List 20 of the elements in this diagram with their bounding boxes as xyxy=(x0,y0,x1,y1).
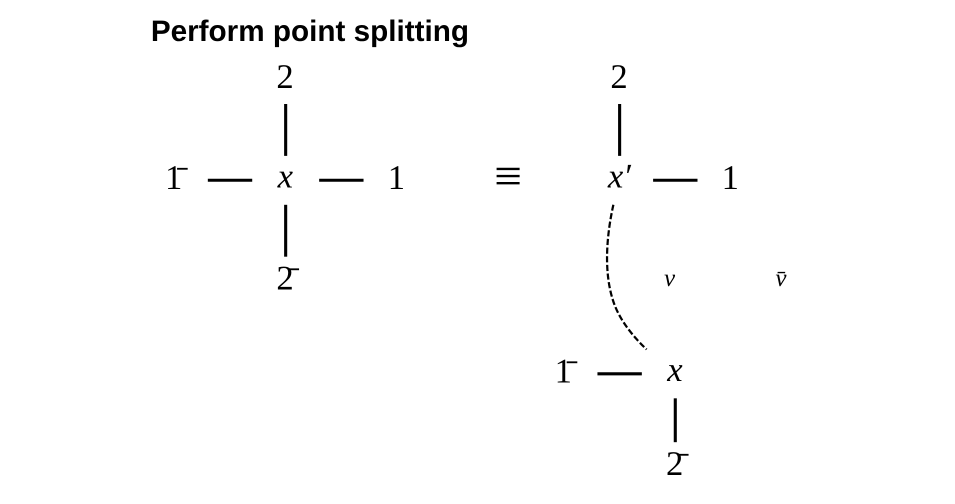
node-text: x xyxy=(277,158,292,196)
connector xyxy=(284,204,287,257)
label: v̄ xyxy=(774,265,786,292)
diagram-title: Perform point splitting xyxy=(150,14,468,48)
connector xyxy=(207,178,252,182)
connector xyxy=(605,204,647,350)
node-text: x xyxy=(666,351,682,390)
connector xyxy=(284,104,287,156)
node-text: 1 xyxy=(387,158,405,197)
label: ≡ xyxy=(494,148,522,204)
connector xyxy=(673,398,676,442)
connector xyxy=(596,372,642,376)
node-text: x′ xyxy=(607,158,630,196)
node-text: 2 xyxy=(610,58,628,96)
connector xyxy=(652,178,697,182)
node-text: 2 xyxy=(276,58,294,96)
connector xyxy=(318,178,364,182)
label: v xyxy=(664,265,675,292)
node-text: 1 xyxy=(721,158,738,197)
connector xyxy=(618,104,621,156)
